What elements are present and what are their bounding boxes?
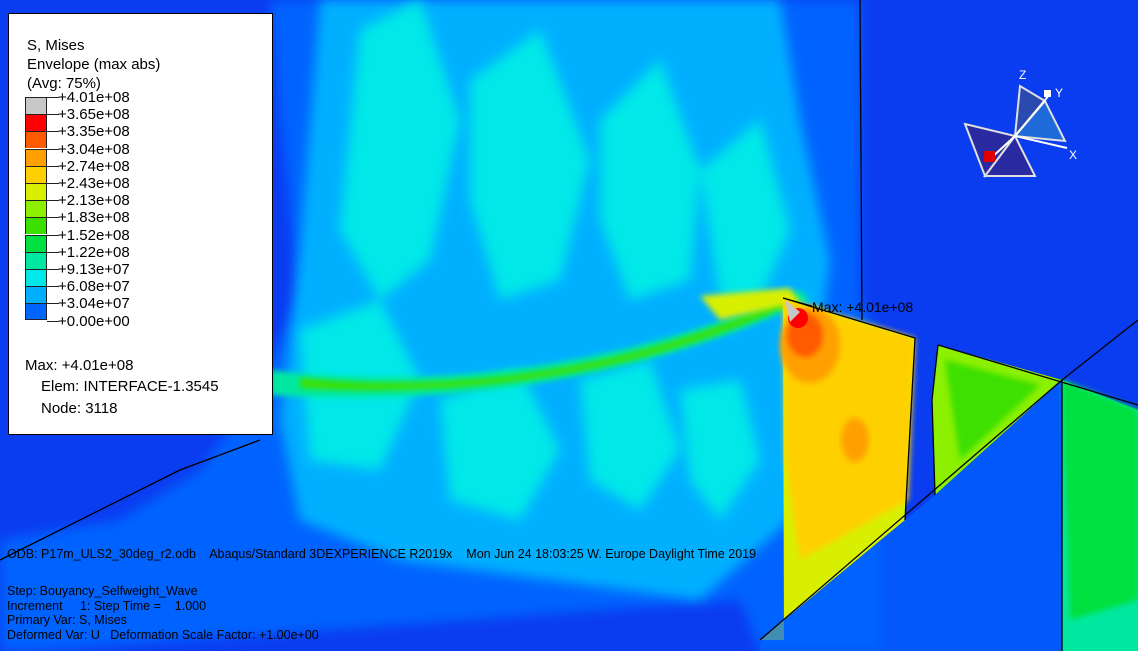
legend-color-swatch	[25, 166, 47, 183]
primary-var-line: Primary Var: S, Mises	[7, 613, 127, 627]
legend-tick	[47, 269, 59, 270]
legend-level-label: +0.00e+00	[58, 313, 130, 330]
legend-level-label: +1.52e+08	[58, 227, 130, 244]
triad-icon	[963, 84, 1068, 179]
view-triad[interactable]: Z Y X	[955, 66, 1085, 196]
legend-level-label: +3.04e+07	[58, 295, 130, 312]
step-info-line: Step: Bouyancy_Selfweight_Wave	[7, 584, 198, 598]
legend-max-value: Max: +4.01e+08	[25, 357, 134, 374]
odb-info-line: ODB: P17m_ULS2_30deg_r2.odb Abaqus/Stand…	[7, 547, 757, 561]
legend-color-swatch	[25, 303, 47, 320]
triad-z-label: Z	[1019, 68, 1027, 82]
legend-level-label: +2.74e+08	[58, 158, 130, 175]
legend-tick	[47, 166, 59, 167]
legend-tick	[47, 252, 59, 253]
legend-color-swatch	[25, 183, 47, 200]
legend-level-label: +3.04e+08	[58, 141, 130, 158]
legend-title-line-2: Envelope (max abs)	[27, 56, 161, 73]
legend-title-line-1: S, Mises	[27, 37, 85, 54]
legend-max-node: Node: 3118	[41, 400, 118, 417]
legend-max-element: Elem: INTERFACE-1.3545	[41, 378, 219, 395]
legend-tick	[47, 303, 59, 304]
max-marker-line	[782, 297, 813, 307]
legend-tick	[47, 114, 59, 115]
legend-tick	[47, 200, 59, 201]
legend-color-swatch	[25, 114, 47, 131]
legend-tick	[47, 286, 59, 287]
legend-color-swatch	[25, 235, 47, 252]
legend-level-label: +1.83e+08	[58, 209, 130, 226]
legend-level-label: +3.65e+08	[58, 106, 130, 123]
legend-color-swatch	[25, 149, 47, 166]
legend-level-label: +9.13e+07	[58, 261, 130, 278]
legend-color-swatch	[25, 269, 47, 286]
legend-title-line-3: (Avg: 75%)	[27, 75, 101, 92]
legend-tick	[47, 321, 59, 322]
legend-tick	[47, 217, 59, 218]
legend-level-label: +2.13e+08	[58, 192, 130, 209]
legend-level-label: +4.01e+08	[58, 89, 130, 106]
legend-level-label: +1.22e+08	[58, 244, 130, 261]
legend-tick	[47, 149, 59, 150]
legend-tick	[47, 235, 59, 236]
legend-tick	[47, 131, 59, 132]
increment-info-line: Increment 1: Step Time = 1.000	[7, 599, 207, 613]
legend-color-swatch	[25, 131, 47, 148]
legend-color-swatch	[25, 200, 47, 217]
triad-y-label: Y	[1055, 86, 1064, 100]
legend-level-label: +3.35e+08	[58, 123, 130, 140]
legend-tick	[47, 183, 59, 184]
legend-color-swatch	[25, 97, 47, 114]
legend-color-swatch	[25, 252, 47, 269]
triad-x-label: X	[1069, 148, 1078, 162]
contour-legend[interactable]: S, Mises Envelope (max abs) (Avg: 75%) +…	[8, 13, 273, 435]
max-value-marker-label: Max: +4.01e+08	[812, 299, 914, 315]
deformed-var-line: Deformed Var: U Deformation Scale Factor…	[7, 628, 319, 642]
legend-tick	[47, 97, 59, 98]
legend-color-swatch	[25, 217, 47, 234]
legend-color-swatch	[25, 286, 47, 303]
legend-level-label: +6.08e+07	[58, 278, 130, 295]
legend-level-label: +2.43e+08	[58, 175, 130, 192]
